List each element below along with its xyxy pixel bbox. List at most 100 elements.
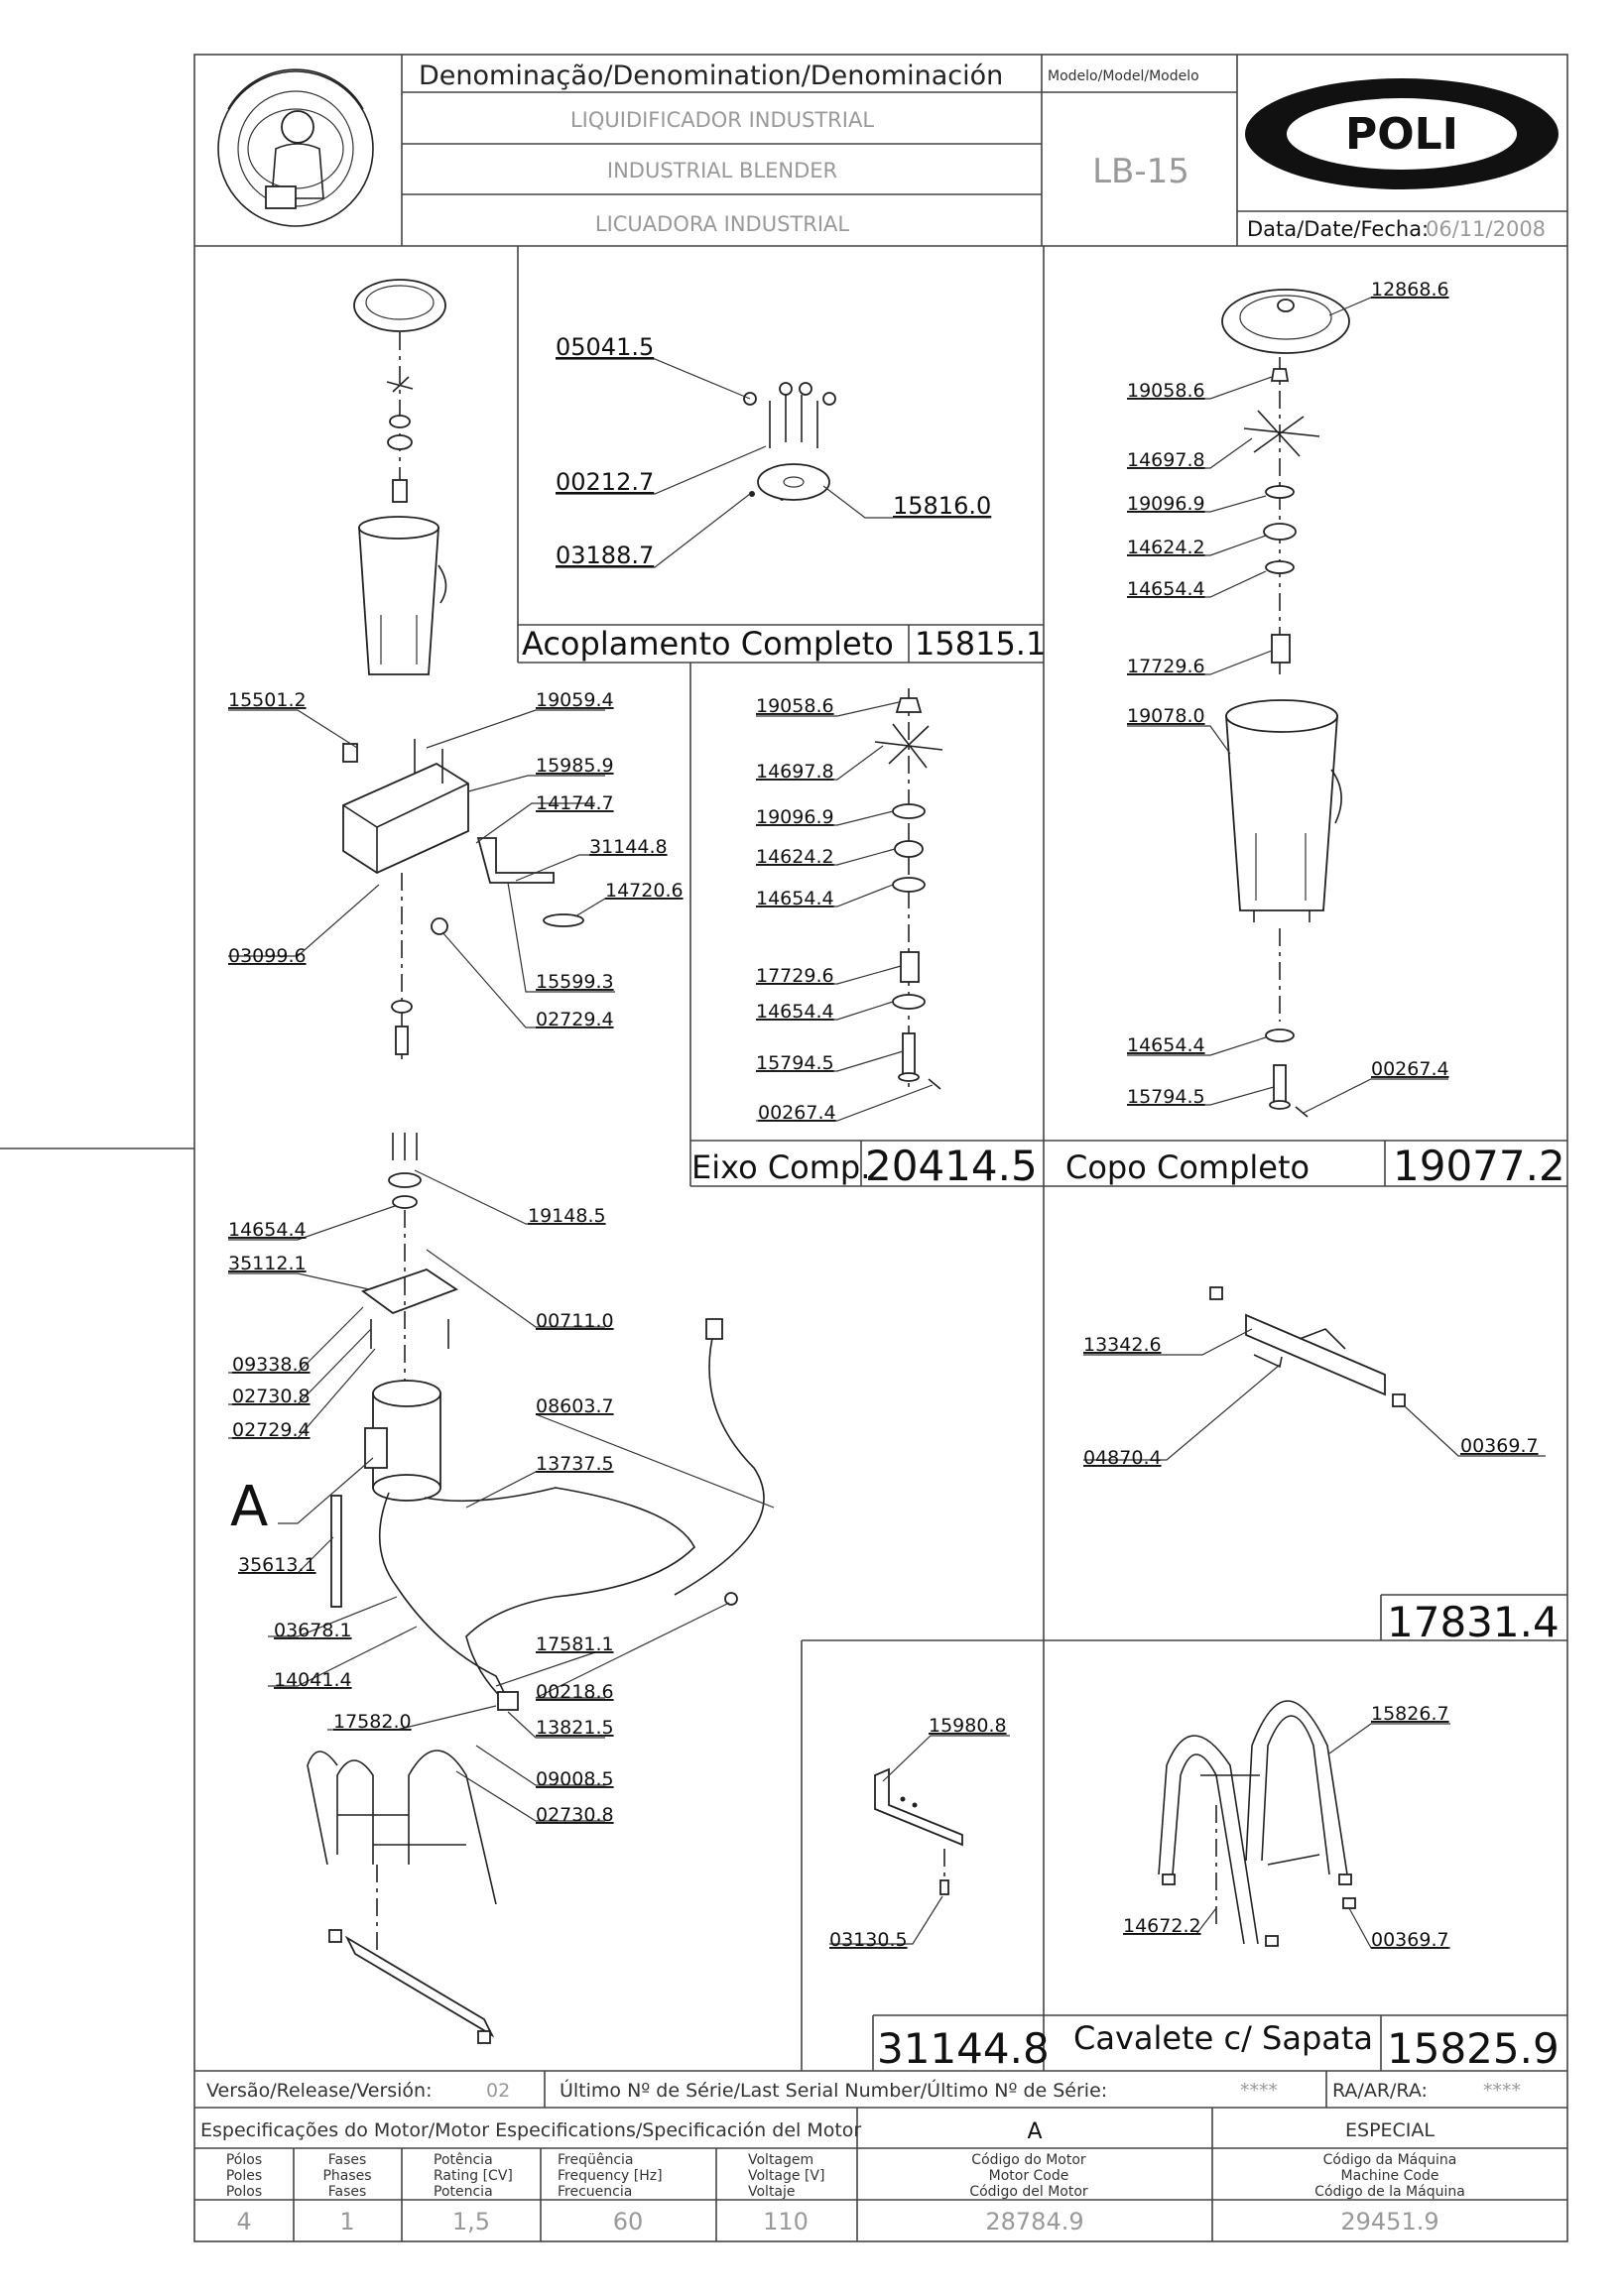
svg-text:Pólos: Pólos — [226, 2152, 262, 2168]
svg-text:Motor Code: Motor Code — [989, 2168, 1069, 2184]
cup-title: Copo Completo — [1065, 1148, 1310, 1186]
col-freq-header: Freqüência Frequency [Hz] Frecuencia — [558, 2152, 663, 2200]
label-13821-5: 13821.5 — [536, 1717, 614, 1739]
label-00711-0: 00711.0 — [536, 1310, 614, 1332]
ra-label: RA/AR/RA: — [1332, 2080, 1428, 2102]
label-motor-a: A — [230, 1475, 268, 1539]
svg-text:Potência: Potência — [434, 2152, 493, 2168]
svg-text:Código de la Máquina: Código de la Máquina — [1314, 2184, 1465, 2200]
label-17582-0: 17582.0 — [333, 1711, 412, 1733]
svg-text:Voltage [V]: Voltage [V] — [748, 2168, 824, 2184]
val-phases: 1 — [339, 2208, 354, 2236]
label-cup-00267-4: 00267.4 — [1371, 1058, 1449, 1080]
svg-text:Fases: Fases — [328, 2152, 367, 2168]
bracket-code: 31144.8 — [877, 2024, 1050, 2073]
label-02729-4: 02729.4 — [536, 1009, 614, 1030]
svg-text:Potencia: Potencia — [434, 2184, 493, 2200]
label-cup-19058-6: 19058.6 — [1127, 380, 1205, 402]
svg-text:Código del Motor: Código del Motor — [969, 2184, 1088, 2200]
shaft-title: Eixo Comp. — [691, 1148, 870, 1186]
svg-text:Poles: Poles — [226, 2168, 262, 2184]
label-bar-00369-7: 00369.7 — [1460, 1435, 1539, 1457]
col-machine-code-header: Código da Máquina Machine Code Código de… — [1314, 2152, 1465, 2200]
label-bar-13342-6: 13342.6 — [1083, 1334, 1162, 1356]
label-09008-5: 09008.5 — [536, 1768, 614, 1790]
name-pt: LIQUIDIFICADOR INDUSTRIAL — [570, 108, 874, 132]
label-cup-14624-2: 14624.2 — [1127, 537, 1205, 558]
brand-logo: POLI — [1245, 78, 1559, 189]
col-motor-code-header: Código do Motor Motor Code Código del Mo… — [969, 2152, 1088, 2200]
label-14654-4: 14654.4 — [228, 1219, 307, 1241]
main-leader-lines — [228, 709, 775, 1822]
version-value: 02 — [486, 2080, 510, 2102]
svg-text:Polos: Polos — [226, 2184, 262, 2200]
label-shaft-14654-4-b: 14654.4 — [756, 1001, 834, 1023]
label-cup-19078-0: 19078.0 — [1127, 705, 1205, 727]
svg-text:Rating [CV]: Rating [CV] — [434, 2168, 513, 2184]
label-00212-7: 00212.7 — [556, 468, 654, 496]
bar-drawing: 13342.6 04870.4 00369.7 — [1083, 1286, 1546, 1469]
label-cup-19096-9: 19096.9 — [1127, 493, 1205, 515]
denomination-label: Denominação/Denomination/Denominación — [419, 60, 1003, 91]
val-machine-code: 29451.9 — [1340, 2208, 1438, 2236]
svg-text:Código da Máquina: Código da Máquina — [1323, 2152, 1457, 2168]
label-31144-8: 31144.8 — [589, 836, 668, 858]
serial-value: **** — [1240, 2080, 1278, 2102]
label-shaft-19096-9: 19096.9 — [756, 806, 834, 828]
val-motor-code: 28784.9 — [985, 2208, 1083, 2236]
label-09338-6: 09338.6 — [232, 1354, 311, 1376]
val-freq: 60 — [613, 2208, 644, 2236]
label-17581-1: 17581.1 — [536, 1633, 614, 1655]
label-03188-7: 03188.7 — [556, 542, 654, 569]
shaft-drawing: 19058.6 14697.8 19096.9 14624.2 14654.4 … — [756, 688, 943, 1124]
label-35613-1: 35613.1 — [238, 1554, 316, 1576]
label-cup-14654-4-b: 14654.4 — [1127, 1034, 1205, 1056]
label-shaft-14697-8: 14697.8 — [756, 761, 834, 783]
stand-code: 15825.9 — [1387, 2024, 1560, 2073]
col-poles-header: Pólos Poles Polos — [226, 2152, 262, 2200]
svg-text:Phases: Phases — [322, 2168, 371, 2184]
col-power-header: Potência Rating [CV] Potencia — [434, 2152, 513, 2200]
svg-text:Voltagem: Voltagem — [748, 2152, 813, 2168]
label-cup-14697-8: 14697.8 — [1127, 449, 1205, 471]
col-phases-header: Fases Phases Fases — [322, 2152, 371, 2200]
col-voltage-header: Voltagem Voltage [V] Voltaje — [748, 2152, 824, 2200]
bracket-drawing: 15980.8 03130.5 — [829, 1715, 1010, 1951]
motor-spec-label: Especificações do Motor/Motor Especifica… — [200, 2119, 861, 2141]
name-en: INDUSTRIAL BLENDER — [607, 159, 837, 182]
label-19148-5: 19148.5 — [528, 1205, 606, 1227]
val-voltage: 110 — [763, 2208, 809, 2236]
serial-label: Último Nº de Série/Last Serial Number/Úl… — [560, 2078, 1107, 2102]
cup-drawing: 12868.6 19058.6 14697.8 19096.9 14624.2 … — [1127, 279, 1449, 1118]
label-stand-14672-2: 14672.2 — [1123, 1915, 1201, 1937]
drawing-frame — [0, 54, 1568, 2242]
label-35112-1: 35112.1 — [228, 1253, 307, 1274]
model-label: Modelo/Model/Modelo — [1048, 68, 1199, 84]
motor-variant: A — [1027, 2119, 1042, 2144]
label-13737-5: 13737.5 — [536, 1453, 614, 1475]
label-02730-8-b: 02730.8 — [536, 1804, 614, 1826]
label-shaft-19058-6: 19058.6 — [756, 695, 834, 717]
label-bracket-15980-8: 15980.8 — [929, 1715, 1007, 1737]
label-14041-4: 14041.4 — [274, 1669, 352, 1691]
val-power: 1,5 — [452, 2208, 490, 2236]
svg-text:Machine Code: Machine Code — [1341, 2168, 1439, 2184]
label-03099-6: 03099.6 — [228, 945, 307, 967]
label-15501-2: 15501.2 — [228, 689, 307, 711]
label-cup-14654-4: 14654.4 — [1127, 578, 1205, 600]
label-03678-1: 03678.1 — [274, 1620, 352, 1641]
label-08603-7: 08603.7 — [536, 1395, 614, 1417]
label-cup-12868-6: 12868.6 — [1371, 279, 1449, 301]
val-poles: 4 — [236, 2208, 251, 2236]
special-label: ESPECIAL — [1345, 2119, 1435, 2141]
name-es: LICUADORA INDUSTRIAL — [595, 212, 850, 236]
svg-text:Fases: Fases — [328, 2184, 367, 2200]
model-value: LB-15 — [1092, 152, 1189, 191]
label-cup-15794-5: 15794.5 — [1127, 1086, 1205, 1108]
main-part-labels: 15501.2 19059.4 15985.9 14174.7 31144.8 … — [228, 689, 684, 1826]
label-15599-3: 15599.3 — [536, 971, 614, 993]
svg-text:Freqüência: Freqüência — [558, 2152, 634, 2168]
shaft-code: 20414.5 — [865, 1142, 1038, 1190]
ra-value: **** — [1483, 2080, 1521, 2102]
